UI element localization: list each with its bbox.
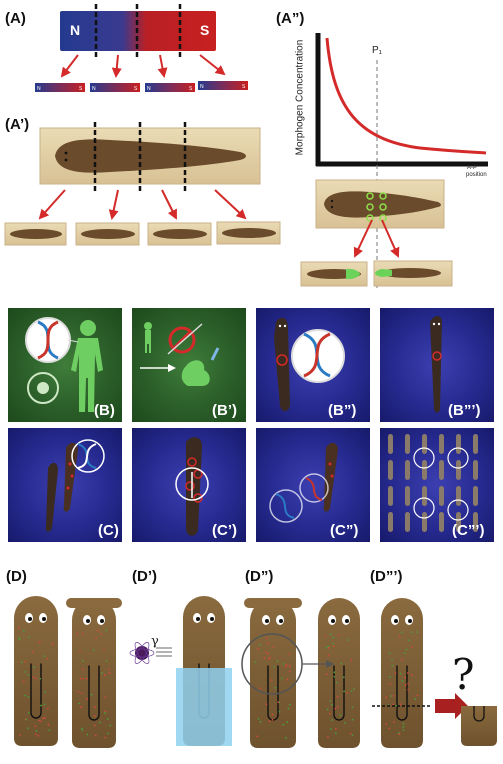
svg-text:N: N: [200, 84, 204, 90]
panel-label-d: (D): [6, 568, 27, 585]
mini-planarian: [405, 460, 410, 480]
planarian-photo: [39, 122, 261, 192]
svg-text:S: S: [134, 86, 138, 92]
panel-label-a2: (A”): [276, 10, 305, 27]
graph-x-axis-label-1: A-P: [467, 165, 478, 171]
panel-label-b1: (B’): [212, 402, 237, 419]
magnet-split-arrows: [60, 54, 226, 78]
svg-text:N: N: [92, 86, 96, 92]
planarian-illustration: [66, 598, 122, 748]
panel-label-c3: (C”’): [452, 522, 485, 539]
magnet-south-label: S: [200, 22, 210, 38]
graph-marker-label: P₁: [372, 45, 383, 56]
question-mark: ?: [452, 650, 475, 699]
svg-text:S: S: [79, 86, 83, 92]
regenerated-fragments: [300, 260, 453, 287]
panel-c2: [256, 428, 370, 542]
panel-label-b3: (B”’): [448, 402, 481, 419]
panel-label-a: (A): [5, 10, 26, 27]
regeneration-arrows: [353, 219, 400, 258]
magnet-north-label: N: [70, 22, 81, 38]
planarian-illustration: [318, 598, 360, 748]
mini-planarian: [473, 486, 478, 506]
panel-c: [8, 428, 122, 542]
planarian-illustration: [14, 596, 58, 746]
planarian-split-arrows: [38, 189, 247, 220]
mini-planarian: [456, 434, 461, 454]
water-bath: [176, 668, 232, 746]
mini-planarian: [388, 460, 393, 480]
svg-text:S: S: [242, 84, 246, 90]
panel-label-a1: (A’): [5, 116, 30, 133]
panel-label-d1: (D’): [132, 568, 157, 585]
mini-planarian: [388, 486, 393, 506]
panel-b: [8, 308, 122, 422]
human-silhouette: [71, 320, 103, 412]
tail-fragment: [461, 706, 497, 746]
mini-planarian: [439, 434, 444, 454]
panel-c1: [132, 428, 246, 542]
dna-magnifier: [447, 499, 469, 521]
panel-label-b2: (B”): [328, 402, 357, 419]
mini-planarian: [405, 434, 410, 454]
gamma-symbol: γ: [151, 634, 159, 649]
panel-label-c1: (C’): [212, 522, 237, 539]
result-arrow-icon: [435, 693, 468, 719]
mini-planarian: [456, 486, 461, 506]
dna-magnifier: [413, 497, 435, 519]
mini-planarian: [422, 486, 427, 506]
mini-planarian: [439, 486, 444, 506]
dna-magnifier: [447, 447, 469, 469]
panel-label-b: (B): [94, 402, 115, 419]
panel-b1: [132, 308, 246, 422]
mini-planarian: [439, 460, 444, 480]
panel-b3: [380, 308, 494, 422]
dna-magnifier: [413, 447, 435, 469]
morphogen-graph: [315, 33, 488, 290]
panel-label-d3: (D”’): [370, 568, 403, 585]
mini-planarian: [439, 512, 444, 532]
mini-planarian: [473, 434, 478, 454]
bar-magnet: [60, 4, 216, 58]
panel-label-c2: (C”): [330, 522, 359, 539]
planarian-illustration: [244, 598, 302, 748]
svg-text:N: N: [147, 86, 151, 92]
panel-b2: [256, 308, 370, 422]
mini-planarian: [473, 460, 478, 480]
graph-x-axis-label-2: position: [466, 172, 487, 178]
planarian-illustration: [381, 598, 423, 748]
mini-planarian: [405, 486, 410, 506]
gradient-planarian-photo: [315, 179, 445, 229]
panel-label-d2: (D”): [245, 568, 274, 585]
planarian-fragments: [4, 221, 281, 246]
mini-planarian: [405, 512, 410, 532]
mini-planarian: [422, 434, 427, 454]
svg-text:N: N: [37, 86, 41, 92]
mini-planarian: [422, 460, 427, 480]
svg-text:S: S: [189, 86, 193, 92]
mini-planarian: [456, 460, 461, 480]
panel-c3: [380, 428, 494, 542]
mini-planarian: [388, 434, 393, 454]
mini-planarian: [456, 512, 461, 532]
mini-planarian: [473, 512, 478, 532]
mini-planarian: [422, 512, 427, 532]
mini-planarian: [388, 512, 393, 532]
panel-label-c: (C): [98, 522, 119, 539]
top-section-graphics: N S N S N S N S: [4, 4, 488, 290]
